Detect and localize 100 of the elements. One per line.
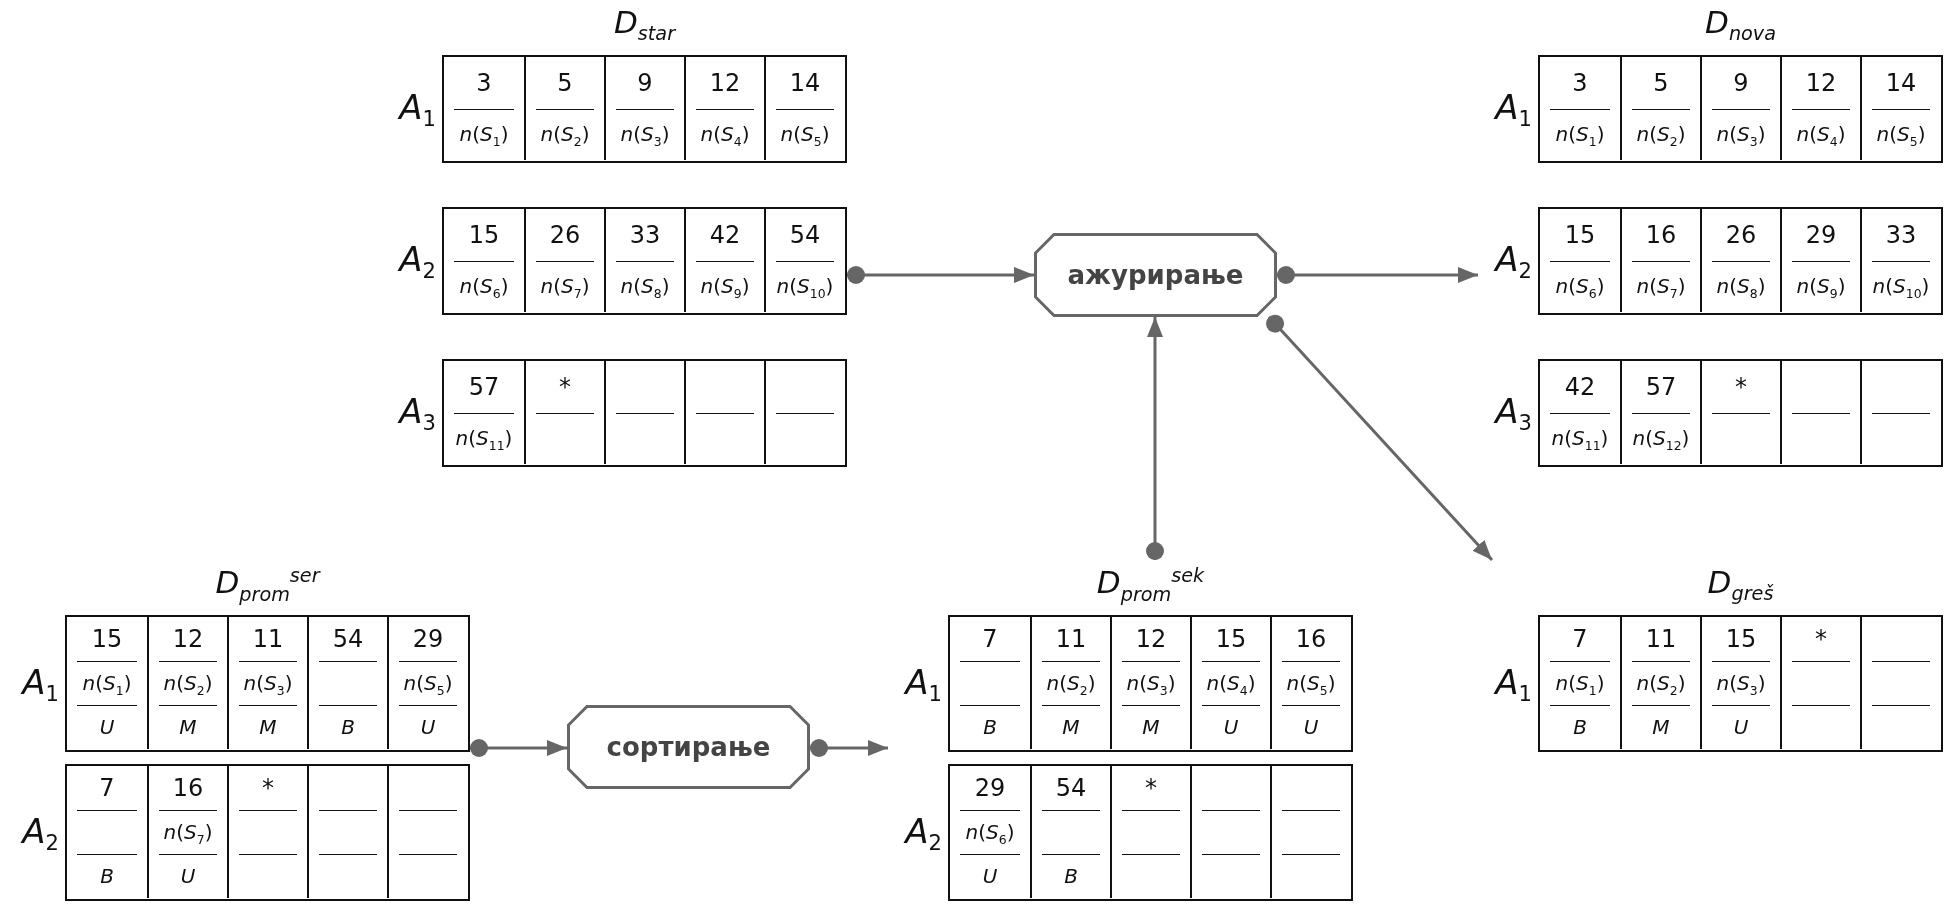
cell-value: * xyxy=(1144,774,1158,802)
cell-value: 12 xyxy=(1804,68,1838,97)
cell-value: 7 xyxy=(1571,625,1589,653)
cell-type: U xyxy=(981,863,999,890)
cell-value: * xyxy=(261,774,275,802)
cell-count: n(S$_{5}$) xyxy=(1875,121,1927,152)
cell-value: 57 xyxy=(1644,372,1678,401)
cell-count: n(S$_{2}$) xyxy=(162,670,214,700)
cell-count: n(S$_{5}$) xyxy=(779,121,831,152)
cell-value: 15 xyxy=(1724,625,1758,653)
cell-count: n(S$_{7}$) xyxy=(539,273,591,304)
cell-count: n(S$_{9}$) xyxy=(699,273,751,304)
cell-count: n(S$_{3}$) xyxy=(242,670,294,700)
cell-value: 33 xyxy=(1884,220,1918,249)
cell-value: 54 xyxy=(788,220,822,249)
cell-count: n(S$_{1}$) xyxy=(458,121,510,152)
cell-value: 15 xyxy=(90,625,124,653)
cell-type: U xyxy=(179,863,197,890)
cell-value: 15 xyxy=(1214,625,1248,653)
cell-type: U xyxy=(419,714,437,741)
arrow xyxy=(810,739,888,757)
row-label: A$_{2}$ xyxy=(396,238,436,284)
cell-count: n(S$_{10}$) xyxy=(775,273,835,304)
table-title: D$_{greš}$ xyxy=(1706,564,1775,606)
cell-type: B xyxy=(99,863,115,890)
cell-value: 15 xyxy=(467,220,501,249)
cell-value: 12 xyxy=(171,625,205,653)
cell-count: n(S$_{11}$) xyxy=(1550,425,1610,456)
cell-value: 3 xyxy=(475,68,493,97)
cell-count: n(S$_{7}$) xyxy=(1635,273,1687,304)
cell-value: 11 xyxy=(1644,625,1678,653)
cell-value: 54 xyxy=(1054,774,1088,802)
cell-count: n(S$_{1}$) xyxy=(81,670,133,700)
cell-count: n(S$_{2}$) xyxy=(1045,670,1097,700)
cell-value: 7 xyxy=(98,774,116,802)
cell-type: U xyxy=(1222,714,1240,741)
cell-count: n(S$_{12}$) xyxy=(1631,425,1691,456)
process-octagon xyxy=(1034,233,1277,317)
cell-type: U xyxy=(1732,714,1750,741)
cell-value: 9 xyxy=(636,68,654,97)
process-octagon xyxy=(567,705,810,789)
cell-type: M xyxy=(1061,714,1081,741)
cell-value: 14 xyxy=(788,68,822,97)
row-label: A$_{1}$ xyxy=(902,661,942,706)
cell-count: n(S$_{1}$) xyxy=(1554,121,1606,152)
cell-count: n(S$_{2}$) xyxy=(1635,121,1687,152)
row-label: A$_{3}$ xyxy=(1492,390,1532,436)
cell-value: 26 xyxy=(1724,220,1758,249)
cell-type: M xyxy=(178,714,198,741)
cell-value: 9 xyxy=(1732,68,1750,97)
arrow xyxy=(470,739,567,757)
cell-type: M xyxy=(1141,714,1161,741)
cell-count: n(S$_{3}$) xyxy=(619,121,671,152)
table-title: D$_{star}$ xyxy=(612,4,677,46)
cell-count: n(S$_{10}$) xyxy=(1871,273,1931,304)
cell-value: 14 xyxy=(1884,68,1918,97)
row-label: A$_{3}$ xyxy=(396,390,436,436)
cell-value: 5 xyxy=(1652,68,1670,97)
cell-value: 57 xyxy=(467,372,501,401)
row-label: A$_{1}$ xyxy=(396,86,436,132)
cell-value: 29 xyxy=(411,625,445,653)
cell-type: U xyxy=(98,714,116,741)
cell-count: n(S$_{5}$) xyxy=(1285,670,1337,700)
cell-value: * xyxy=(558,372,572,401)
row-label: A$_{2}$ xyxy=(1492,238,1532,284)
arrow xyxy=(1277,266,1478,284)
arrow xyxy=(847,266,1034,284)
row-label: A$_{1}$ xyxy=(1492,661,1532,706)
cell-value: 33 xyxy=(628,220,662,249)
cell-value: 3 xyxy=(1571,68,1589,97)
cell-count: n(S$_{4}$) xyxy=(1205,670,1257,700)
cell-value: 29 xyxy=(1804,220,1838,249)
cell-value: * xyxy=(1814,625,1828,653)
cell-type: B xyxy=(340,714,356,741)
cell-value: 26 xyxy=(548,220,582,249)
arrow xyxy=(1266,314,1494,561)
cell-count: n(S$_{7}$) xyxy=(162,819,214,849)
process-label: сортирање xyxy=(605,732,772,762)
cell-value: 15 xyxy=(1563,220,1597,249)
cell-type: B xyxy=(1063,863,1079,890)
cell-value: 12 xyxy=(1134,625,1168,653)
cell-count: n(S$_{5}$) xyxy=(402,670,454,700)
row-label: A$_{2}$ xyxy=(902,810,942,855)
cell-type: B xyxy=(1572,714,1588,741)
row-label: A$_{1}$ xyxy=(19,661,59,706)
cell-count: n(S$_{11}$) xyxy=(454,425,514,456)
arrow xyxy=(1146,317,1164,560)
row-label: A$_{1}$ xyxy=(1492,86,1532,132)
cell-value: 16 xyxy=(1294,625,1328,653)
cell-count: n(S$_{9}$) xyxy=(1795,273,1847,304)
table-title: D$_{nova}$ xyxy=(1704,4,1777,46)
cell-value: 11 xyxy=(1054,625,1088,653)
cell-value: 11 xyxy=(251,625,285,653)
cell-count: n(S$_{3}$) xyxy=(1715,121,1767,152)
cell-value: 5 xyxy=(556,68,574,97)
cell-count: n(S$_{8}$) xyxy=(619,273,671,304)
cell-count: n(S$_{6}$) xyxy=(964,819,1016,849)
cell-value: 16 xyxy=(171,774,205,802)
cell-count: n(S$_{6}$) xyxy=(1554,273,1606,304)
cell-count: n(S$_{3}$) xyxy=(1715,670,1767,700)
